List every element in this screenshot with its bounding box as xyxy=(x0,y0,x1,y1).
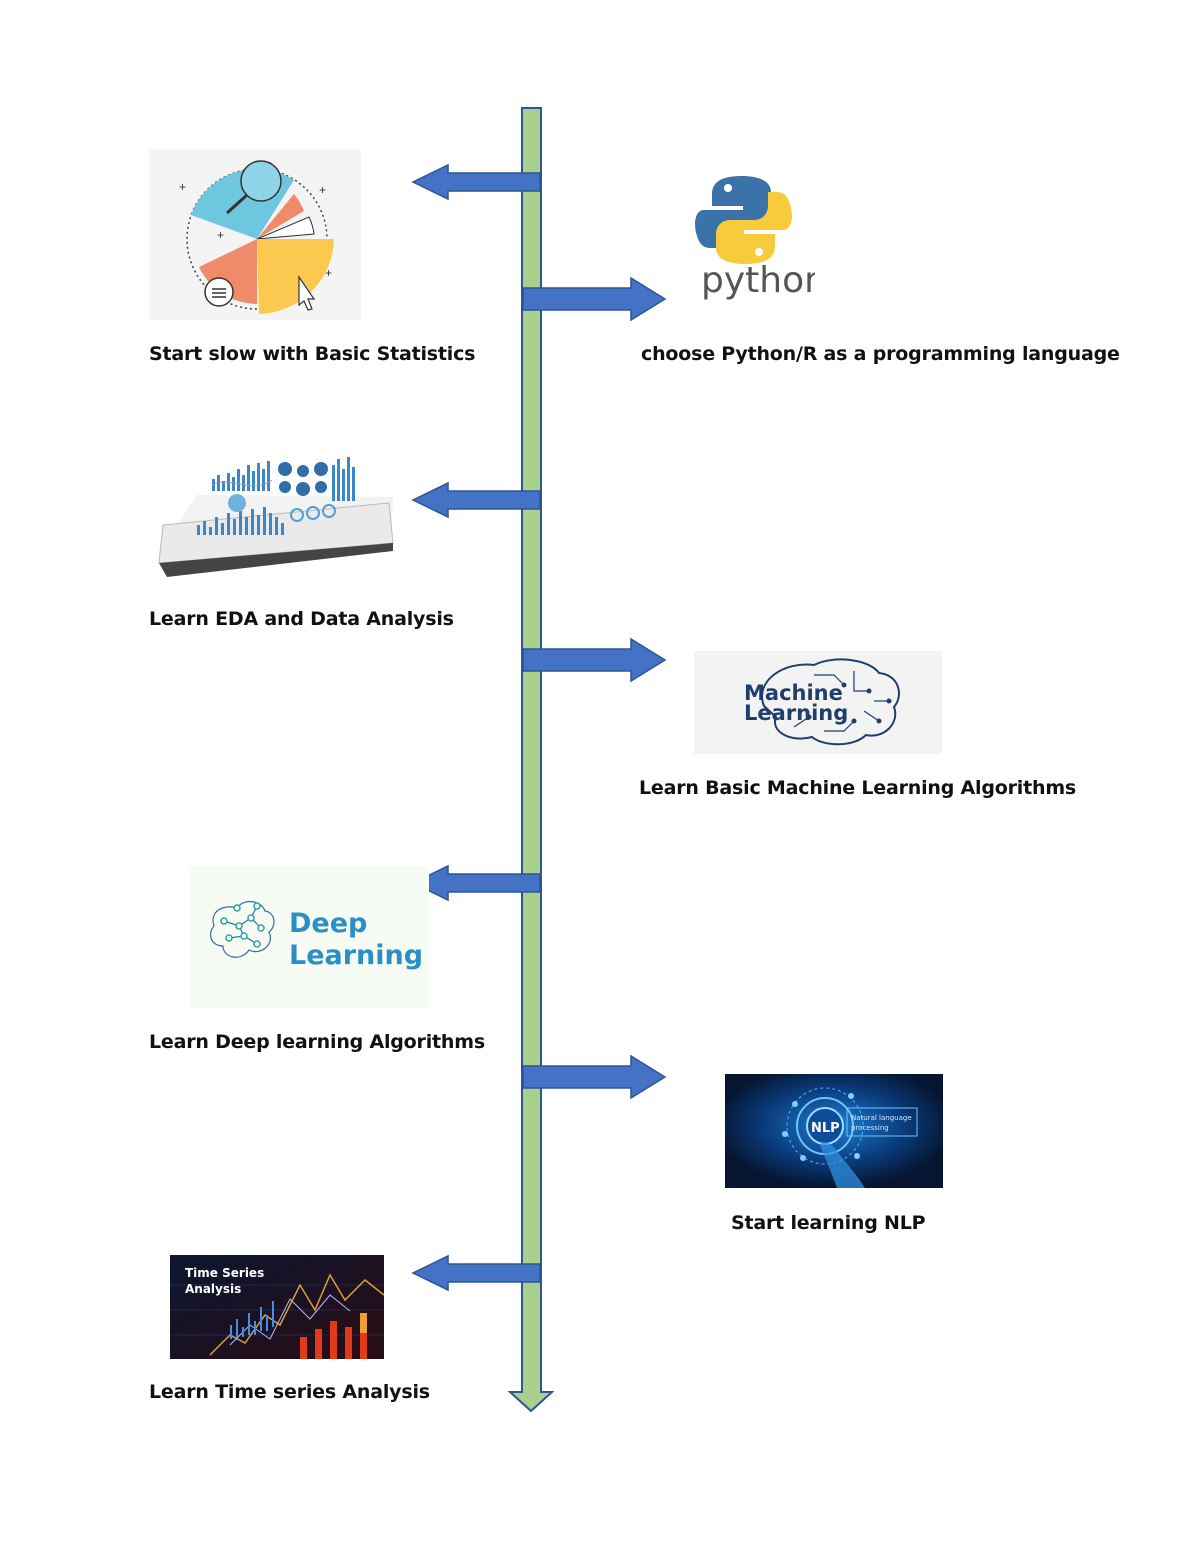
arrow-to-statistics xyxy=(411,163,541,201)
machine-learning-image: Machine Learning xyxy=(694,651,942,754)
label-deep-learning: Learn Deep learning Algorithms xyxy=(149,1031,485,1053)
arrow-to-time-series xyxy=(411,1254,541,1292)
label-python: choose Python/R as a programming languag… xyxy=(641,343,1120,365)
label-eda: Learn EDA and Data Analysis xyxy=(149,608,454,630)
arrow-to-deep-learning xyxy=(411,864,541,902)
python-logo-image: python xyxy=(695,170,815,305)
arrow-to-python xyxy=(522,276,667,322)
ts-title-line1: Time Series xyxy=(185,1266,264,1280)
nlp-badge-text: NLP xyxy=(811,1121,840,1136)
eda-tablet-image xyxy=(157,455,395,585)
svg-text:+: + xyxy=(217,228,224,242)
svg-text:+: + xyxy=(179,180,186,194)
nlp-image: NLP Natural language processing xyxy=(725,1074,943,1188)
ml-title-line1: Machine xyxy=(744,681,843,705)
svg-text:+: + xyxy=(325,266,332,280)
dl-title-line1: Deep xyxy=(289,908,367,939)
label-time-series: Learn Time series Analysis xyxy=(149,1381,430,1403)
nlp-caption-line2: processing xyxy=(851,1124,889,1132)
dl-title-line2: Learning xyxy=(289,940,423,971)
arrow-to-nlp xyxy=(522,1054,667,1100)
svg-text:+: + xyxy=(319,183,326,197)
timeline-bar xyxy=(507,107,555,1413)
python-logo-text: python xyxy=(701,260,815,301)
label-statistics: Start slow with Basic Statistics xyxy=(149,343,476,365)
label-nlp: Start learning NLP xyxy=(731,1212,926,1234)
time-series-image: Time Series Analysis xyxy=(170,1255,384,1359)
arrow-to-machine-learning xyxy=(522,637,667,683)
ml-title-line2: Learning xyxy=(744,701,848,725)
nlp-caption-line1: Natural language xyxy=(851,1114,912,1122)
deep-learning-image: Deep Learning xyxy=(189,866,429,1008)
ts-title-line2: Analysis xyxy=(185,1282,241,1296)
arrow-to-eda xyxy=(411,481,541,519)
label-machine-learning: Learn Basic Machine Learning Algorithms xyxy=(639,777,1077,799)
statistics-image: + + + + xyxy=(149,149,361,320)
